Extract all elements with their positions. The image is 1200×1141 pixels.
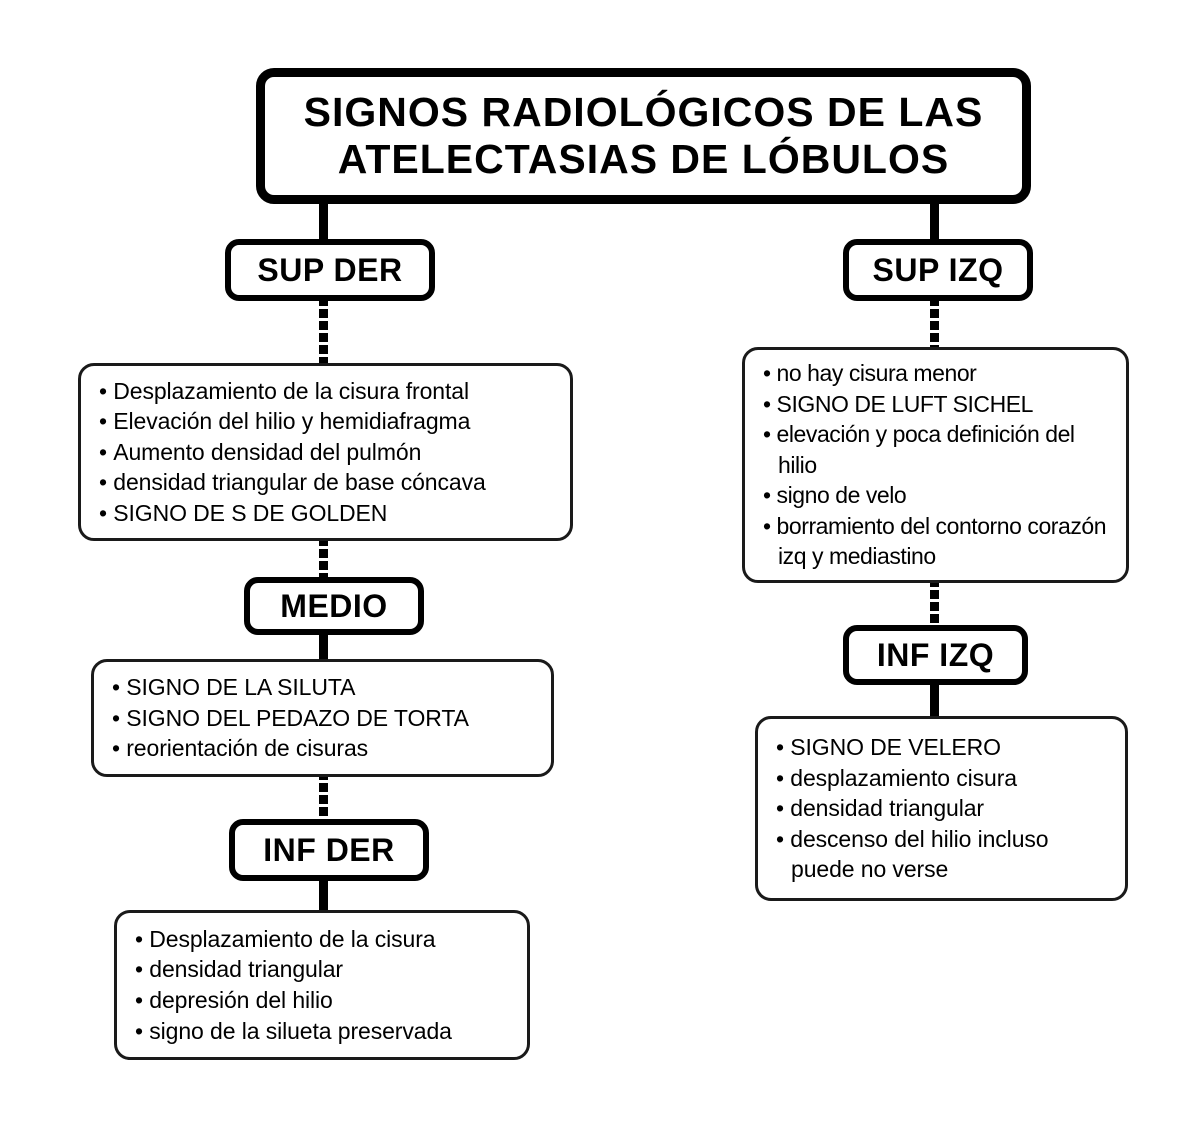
node-inf-izq-label: INF IZQ [876, 636, 995, 673]
list-sup-der-signs: Desplazamiento de la cisura frontal Elev… [78, 363, 573, 541]
connector-medio-to-list [319, 627, 328, 663]
list-item: SIGNO DE LUFT SICHEL [763, 389, 1112, 420]
connector-sup-izq-to-list [930, 297, 939, 349]
connector-inf-der-to-list [319, 874, 328, 912]
connector-medio-list-to-inf-der [319, 771, 328, 823]
list-item: no hay cisura menor [763, 358, 1112, 389]
connector-sup-izq-list-to-inf-izq [930, 578, 939, 630]
node-title[interactable]: SIGNOS RADIOLÓGICOS DE LAS ATELECTASIAS … [256, 68, 1031, 204]
connector-sup-der-list-to-medio [319, 537, 328, 583]
list-item: Desplazamiento de la cisura [135, 924, 513, 955]
node-inf-der[interactable]: INF DER [229, 819, 429, 881]
list-inf-izq-signs: SIGNO DE VELERO desplazamiento cisura de… [755, 716, 1128, 901]
list-item: desplazamiento cisura [776, 763, 1111, 794]
list-item: SIGNO DEL PEDAZO DE TORTA [112, 703, 537, 734]
list-item: descenso del hilio incluso puede no vers… [776, 824, 1111, 885]
node-sup-izq[interactable]: SUP IZQ [843, 239, 1033, 301]
list-item: borramiento del contorno corazón izq y m… [763, 511, 1112, 572]
list-item: depresión del hilio [135, 985, 513, 1016]
connector-title-to-sup-der [319, 200, 328, 246]
node-inf-der-label: INF DER [263, 831, 395, 868]
list-medio-signs: SIGNO DE LA SILUTA SIGNO DEL PEDAZO DE T… [91, 659, 554, 777]
node-sup-izq-label: SUP IZQ [872, 251, 1004, 288]
list-item: densidad triangular de base cóncava [99, 467, 556, 498]
inf-izq-sign-list: SIGNO DE VELERO desplazamiento cisura de… [776, 732, 1111, 885]
list-item: SIGNO DE LA SILUTA [112, 672, 537, 703]
list-item: densidad triangular [776, 793, 1111, 824]
list-item: signo de la silueta preservada [135, 1016, 513, 1047]
list-item: Desplazamiento de la cisura frontal [99, 376, 556, 407]
list-item: Aumento densidad del pulmón [99, 437, 556, 468]
connector-sup-der-to-list [319, 297, 328, 365]
sup-izq-sign-list: no hay cisura menor SIGNO DE LUFT SICHEL… [763, 358, 1112, 572]
sup-der-sign-list: Desplazamiento de la cisura frontal Elev… [99, 376, 556, 529]
connector-inf-izq-to-list [930, 680, 939, 718]
node-medio[interactable]: MEDIO [244, 577, 424, 635]
node-sup-der[interactable]: SUP DER [225, 239, 435, 301]
list-inf-der-signs: Desplazamiento de la cisura densidad tri… [114, 910, 530, 1060]
list-item: SIGNO DE VELERO [776, 732, 1111, 763]
list-item: signo de velo [763, 480, 1112, 511]
list-sup-izq-signs: no hay cisura menor SIGNO DE LUFT SICHEL… [742, 347, 1129, 583]
list-item: SIGNO DE S DE GOLDEN [99, 498, 556, 529]
list-item: elevación y poca definición del hilio [763, 419, 1112, 480]
node-inf-izq[interactable]: INF IZQ [843, 625, 1028, 685]
node-sup-der-label: SUP DER [257, 251, 403, 288]
node-medio-label: MEDIO [280, 587, 388, 624]
list-item: Elevación del hilio y hemidiafragma [99, 406, 556, 437]
connector-title-to-sup-izq [930, 200, 939, 246]
list-item: reorientación de cisuras [112, 733, 537, 764]
medio-sign-list: SIGNO DE LA SILUTA SIGNO DEL PEDAZO DE T… [112, 672, 537, 764]
node-title-label: SIGNOS RADIOLÓGICOS DE LAS ATELECTASIAS … [303, 89, 984, 182]
list-item: densidad triangular [135, 954, 513, 985]
inf-der-sign-list: Desplazamiento de la cisura densidad tri… [135, 924, 513, 1046]
